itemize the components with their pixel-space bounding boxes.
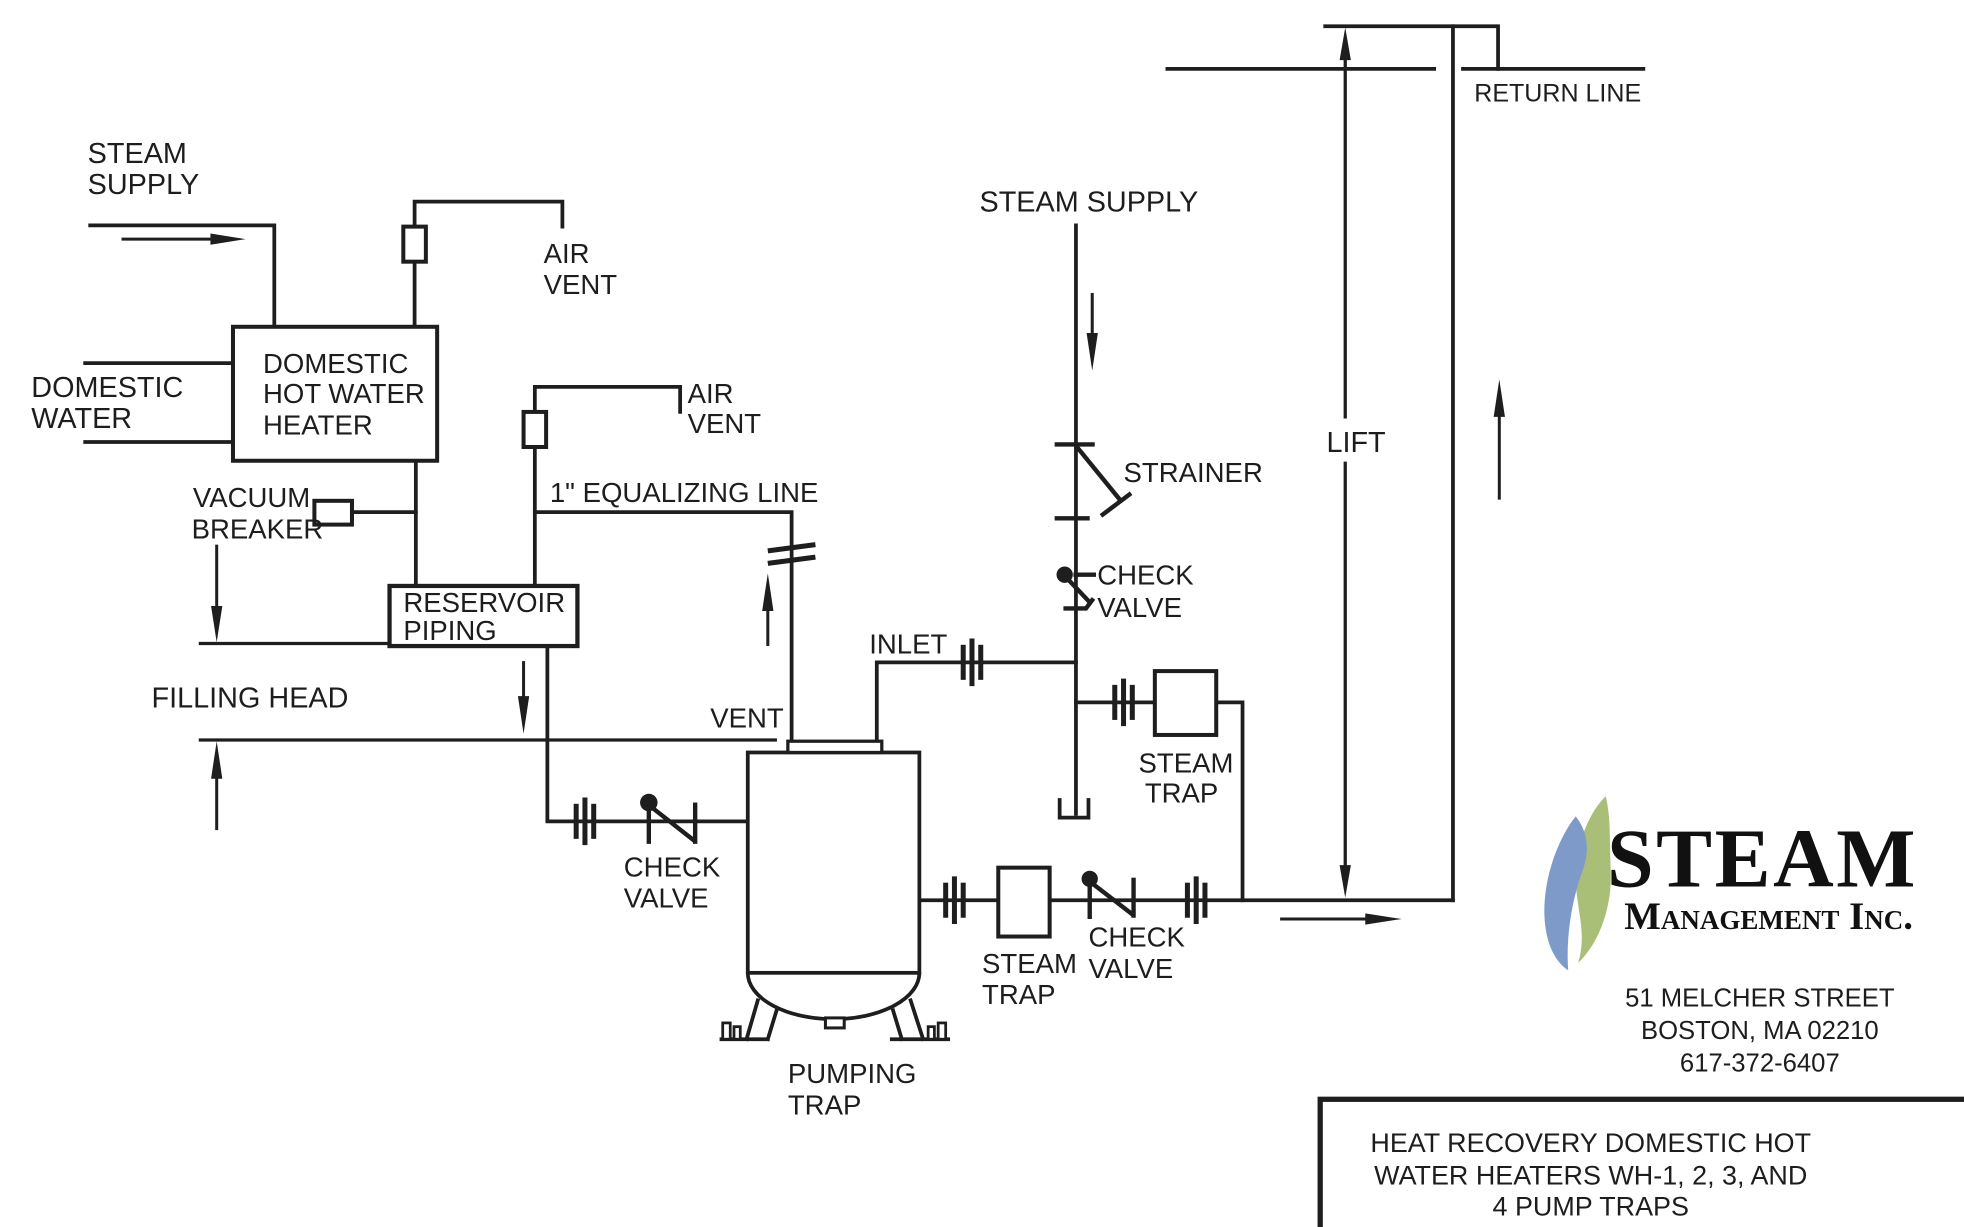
heater-label-3: HEATER — [263, 409, 373, 440]
title-block-line-1: HEAT RECOVERY DOMESTIC HOT — [1370, 1128, 1811, 1158]
flow-arrow-outlet-right — [1280, 913, 1402, 925]
address-phone: 617-372-6407 — [1680, 1050, 1840, 1078]
air-vent-1-label-2: VENT — [544, 269, 618, 300]
flame-icon-blue — [1544, 816, 1587, 971]
flame-icon-green — [1575, 796, 1611, 963]
company-address: 51 MELCHER STREET BOSTON, MA 02210 617-3… — [1625, 985, 1895, 1078]
title-block-border — [1317, 1096, 1964, 1227]
title-block-line-2: WATER HEATERS WH-1, 2, 3, AND — [1374, 1160, 1807, 1190]
equalizing-line-pipe — [532, 510, 794, 744]
steam-supply-right-label: STEAM SUPPLY — [979, 187, 1198, 219]
lift-label: LIFT — [1326, 427, 1385, 459]
vacuum-breaker-label: VACUUM — [193, 482, 310, 513]
vacuum-breaker-label-2: BREAKER — [192, 513, 324, 544]
strainer-icon — [1054, 442, 1133, 521]
flow-arrows — [121, 27, 1505, 925]
check-valve-outlet-icon — [1081, 870, 1136, 919]
pumping-trap-tank — [719, 739, 951, 1042]
check-valve-pump-inlet-label: CHECK — [624, 851, 721, 882]
flow-arrow-steam-left — [121, 233, 246, 245]
strainer-label: STRAINER — [1124, 457, 1263, 488]
flow-arrow-filling-up — [211, 741, 223, 831]
check-valve-supply-label: CHECK — [1097, 560, 1194, 591]
tank-foot-pad-left-1 — [721, 1021, 732, 1041]
check-valve-pump-inlet-label-2: VALVE — [624, 883, 709, 914]
address-city: BOSTON, MA 02210 — [1641, 1017, 1879, 1045]
steam-supply-left-label: STEAM — [88, 138, 187, 170]
air-vent-2-label-2: VENT — [688, 408, 762, 439]
union-fitting-vent-icon — [767, 542, 816, 566]
inlet-pipe — [874, 660, 1078, 744]
steam-trap-outlet-icon — [996, 865, 1052, 939]
inlet-label: INLET — [869, 629, 947, 660]
air-vent-2-label: AIR — [688, 378, 734, 409]
union-fitting-outlet-1-icon — [943, 876, 966, 925]
flow-arrow-vacuum-down — [211, 544, 223, 643]
steam-trap-supply-label: STEAM — [1139, 748, 1234, 779]
check-valve-supply-icon — [1056, 566, 1096, 611]
check-valve-pump-inlet-icon — [640, 793, 698, 844]
lift-dimension-arrow-top — [1339, 27, 1351, 61]
union-fitting-outlet-2-icon — [1184, 876, 1208, 925]
pumping-trap-label-2: TRAP — [788, 1089, 861, 1120]
logo-company-text: Management Inc. — [1624, 895, 1913, 938]
title-block: HEAT RECOVERY DOMESTIC HOT WATER HEATERS… — [1317, 1096, 1964, 1227]
tank-body — [745, 750, 922, 975]
heater-label-2: HOT WATER — [263, 378, 425, 409]
steam-trap-outlet-label-2: TRAP — [982, 979, 1055, 1010]
reservoir-piping-label-2: PIPING — [403, 615, 496, 646]
drip-pocket-icon — [1057, 798, 1091, 820]
equalizing-riser-pipe — [532, 385, 683, 588]
address-street: 51 MELCHER STREET — [1625, 985, 1895, 1013]
pumping-trap-label: PUMPING — [788, 1058, 917, 1089]
steam-trap-supply-icon — [1152, 669, 1219, 737]
domestic-water-label: DOMESTIC — [31, 372, 183, 404]
steam-trap-outlet-label: STEAM — [982, 948, 1077, 979]
heater-label: DOMESTIC — [263, 348, 408, 379]
vent-label: VENT — [710, 702, 784, 733]
steam-supply-left-pipe — [88, 223, 277, 329]
title-block-line-3: 4 PUMP TRAPS — [1493, 1192, 1689, 1222]
vacuum-breaker-icon — [312, 498, 354, 527]
steam-supply-left-label-2: SUPPLY — [88, 169, 200, 201]
reservoir-outlet-pipe — [545, 644, 750, 824]
tank-foot-pad-right-2 — [926, 1025, 936, 1041]
reservoir-piping-label: RESERVOIR — [403, 587, 565, 618]
logo-brand-text: STEAM — [1607, 812, 1918, 905]
flow-arrow-vent-up — [762, 573, 774, 647]
union-fitting-trap-branch-icon — [1112, 678, 1135, 727]
tank-bottom-nub — [823, 1016, 846, 1030]
domestic-water-label-2: WATER — [31, 403, 132, 435]
return-line-label: RETURN LINE — [1474, 79, 1641, 107]
air-vent-1-icon — [401, 224, 428, 264]
flow-arrow-supply-down — [1086, 292, 1098, 371]
diagram-labels: STEAM SUPPLY DOMESTIC WATER DOMESTIC HOT… — [31, 79, 1641, 1120]
air-vent-1-label: AIR — [544, 238, 590, 269]
steam-trap-supply-label-2: TRAP — [1145, 778, 1218, 809]
lift-dimension-arrow-bottom — [1339, 865, 1351, 898]
tank-foot-pad-left-2 — [732, 1025, 742, 1041]
air-vent-1-pipe — [412, 199, 565, 329]
reservoir-piping-box — [387, 583, 580, 649]
check-valve-outlet-label-2: VALVE — [1088, 953, 1173, 984]
domestic-hot-water-heater-box — [230, 324, 440, 463]
flow-arrow-reservoir-down — [517, 661, 530, 734]
check-valve-outlet-label: CHECK — [1088, 922, 1185, 953]
check-valve-supply-label-2: VALVE — [1097, 592, 1182, 623]
equalizing-line-label: 1" EQUALIZING LINE — [550, 477, 819, 508]
tank-foot-pad-right-1 — [936, 1021, 948, 1041]
union-fitting-pump-inlet-icon — [573, 797, 597, 846]
flow-arrow-riser-up — [1493, 379, 1505, 500]
tank-top-flange — [786, 739, 884, 755]
return-line-top-pipe — [1323, 24, 1500, 71]
air-vent-2-icon — [521, 409, 549, 449]
union-fitting-inlet-icon — [960, 638, 984, 687]
filling-head-label: FILLING HEAD — [152, 682, 349, 714]
company-logo: STEAM Management Inc. — [1544, 796, 1918, 971]
